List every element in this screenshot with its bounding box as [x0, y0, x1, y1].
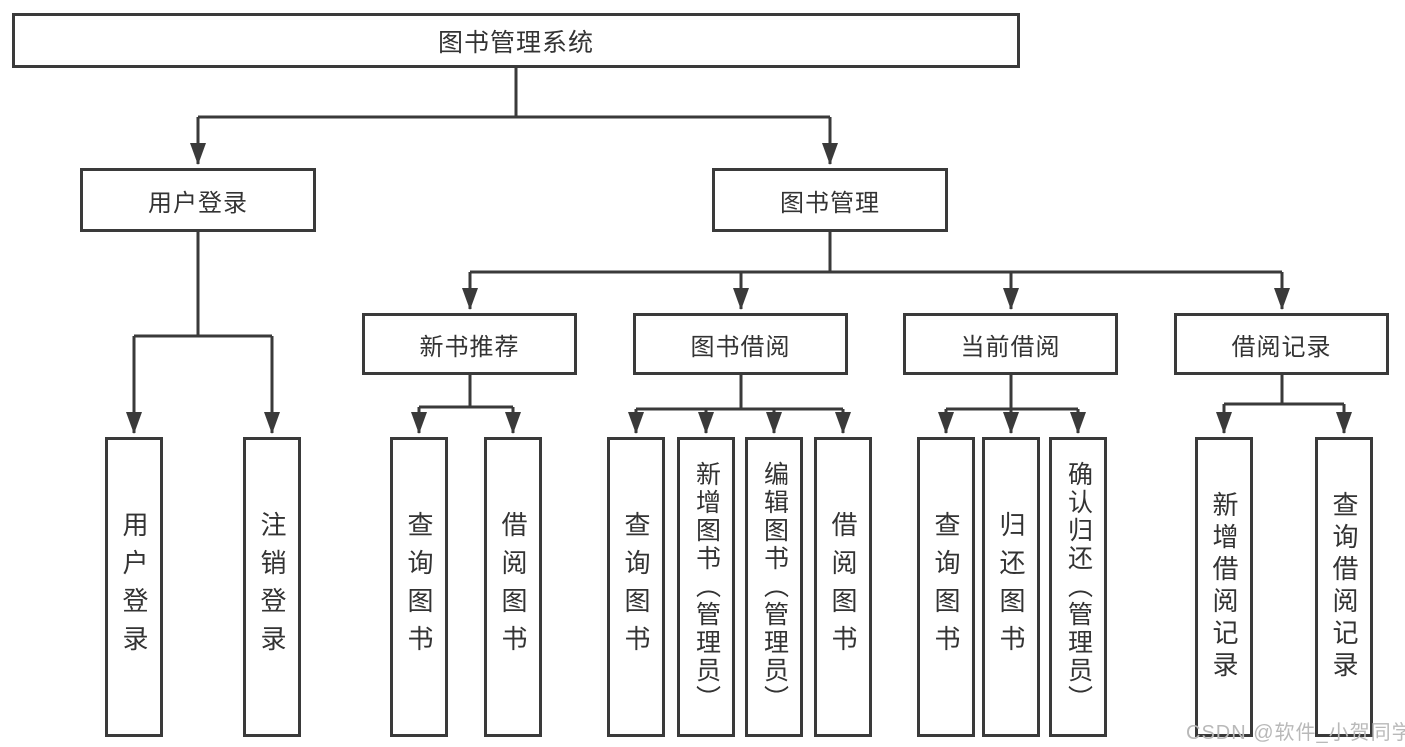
leaf-edit-books-admin: 编辑图书（管理员） — [745, 437, 803, 737]
leaf-add-books-admin: 新增图书（管理员） — [677, 437, 735, 737]
leaf-return-books: 归还图书 — [982, 437, 1040, 737]
leaf-borrow-books-borrowing: 借阅图书 — [814, 437, 872, 737]
node-book-management: 图书管理 — [712, 168, 948, 232]
leaf-add-borrow-record: 新增借阅记录 — [1195, 437, 1253, 737]
leaf-borrow-books-recommend: 借阅图书 — [484, 437, 542, 737]
node-borrow-records: 借阅记录 — [1174, 313, 1389, 375]
csdn-watermark: CSDN @软件_小贺同学 — [1186, 722, 1405, 744]
leaf-user-login: 用户登录 — [105, 437, 163, 737]
node-user-login: 用户登录 — [80, 168, 316, 232]
leaf-query-books-recommend: 查询图书 — [390, 437, 448, 737]
node-current-borrowing: 当前借阅 — [903, 313, 1118, 375]
leaf-query-books-borrowing: 查询图书 — [607, 437, 665, 737]
node-library-management-system: 图书管理系统 — [12, 13, 1020, 68]
leaf-confirm-return-admin: 确认归还（管理员） — [1049, 437, 1107, 737]
node-book-borrowing: 图书借阅 — [633, 313, 848, 375]
leaf-query-borrow-record: 查询借阅记录 — [1315, 437, 1373, 737]
node-new-book-recommendation: 新书推荐 — [362, 313, 577, 375]
leaf-logout: 注销登录 — [243, 437, 301, 737]
leaf-query-books-current: 查询图书 — [917, 437, 975, 737]
